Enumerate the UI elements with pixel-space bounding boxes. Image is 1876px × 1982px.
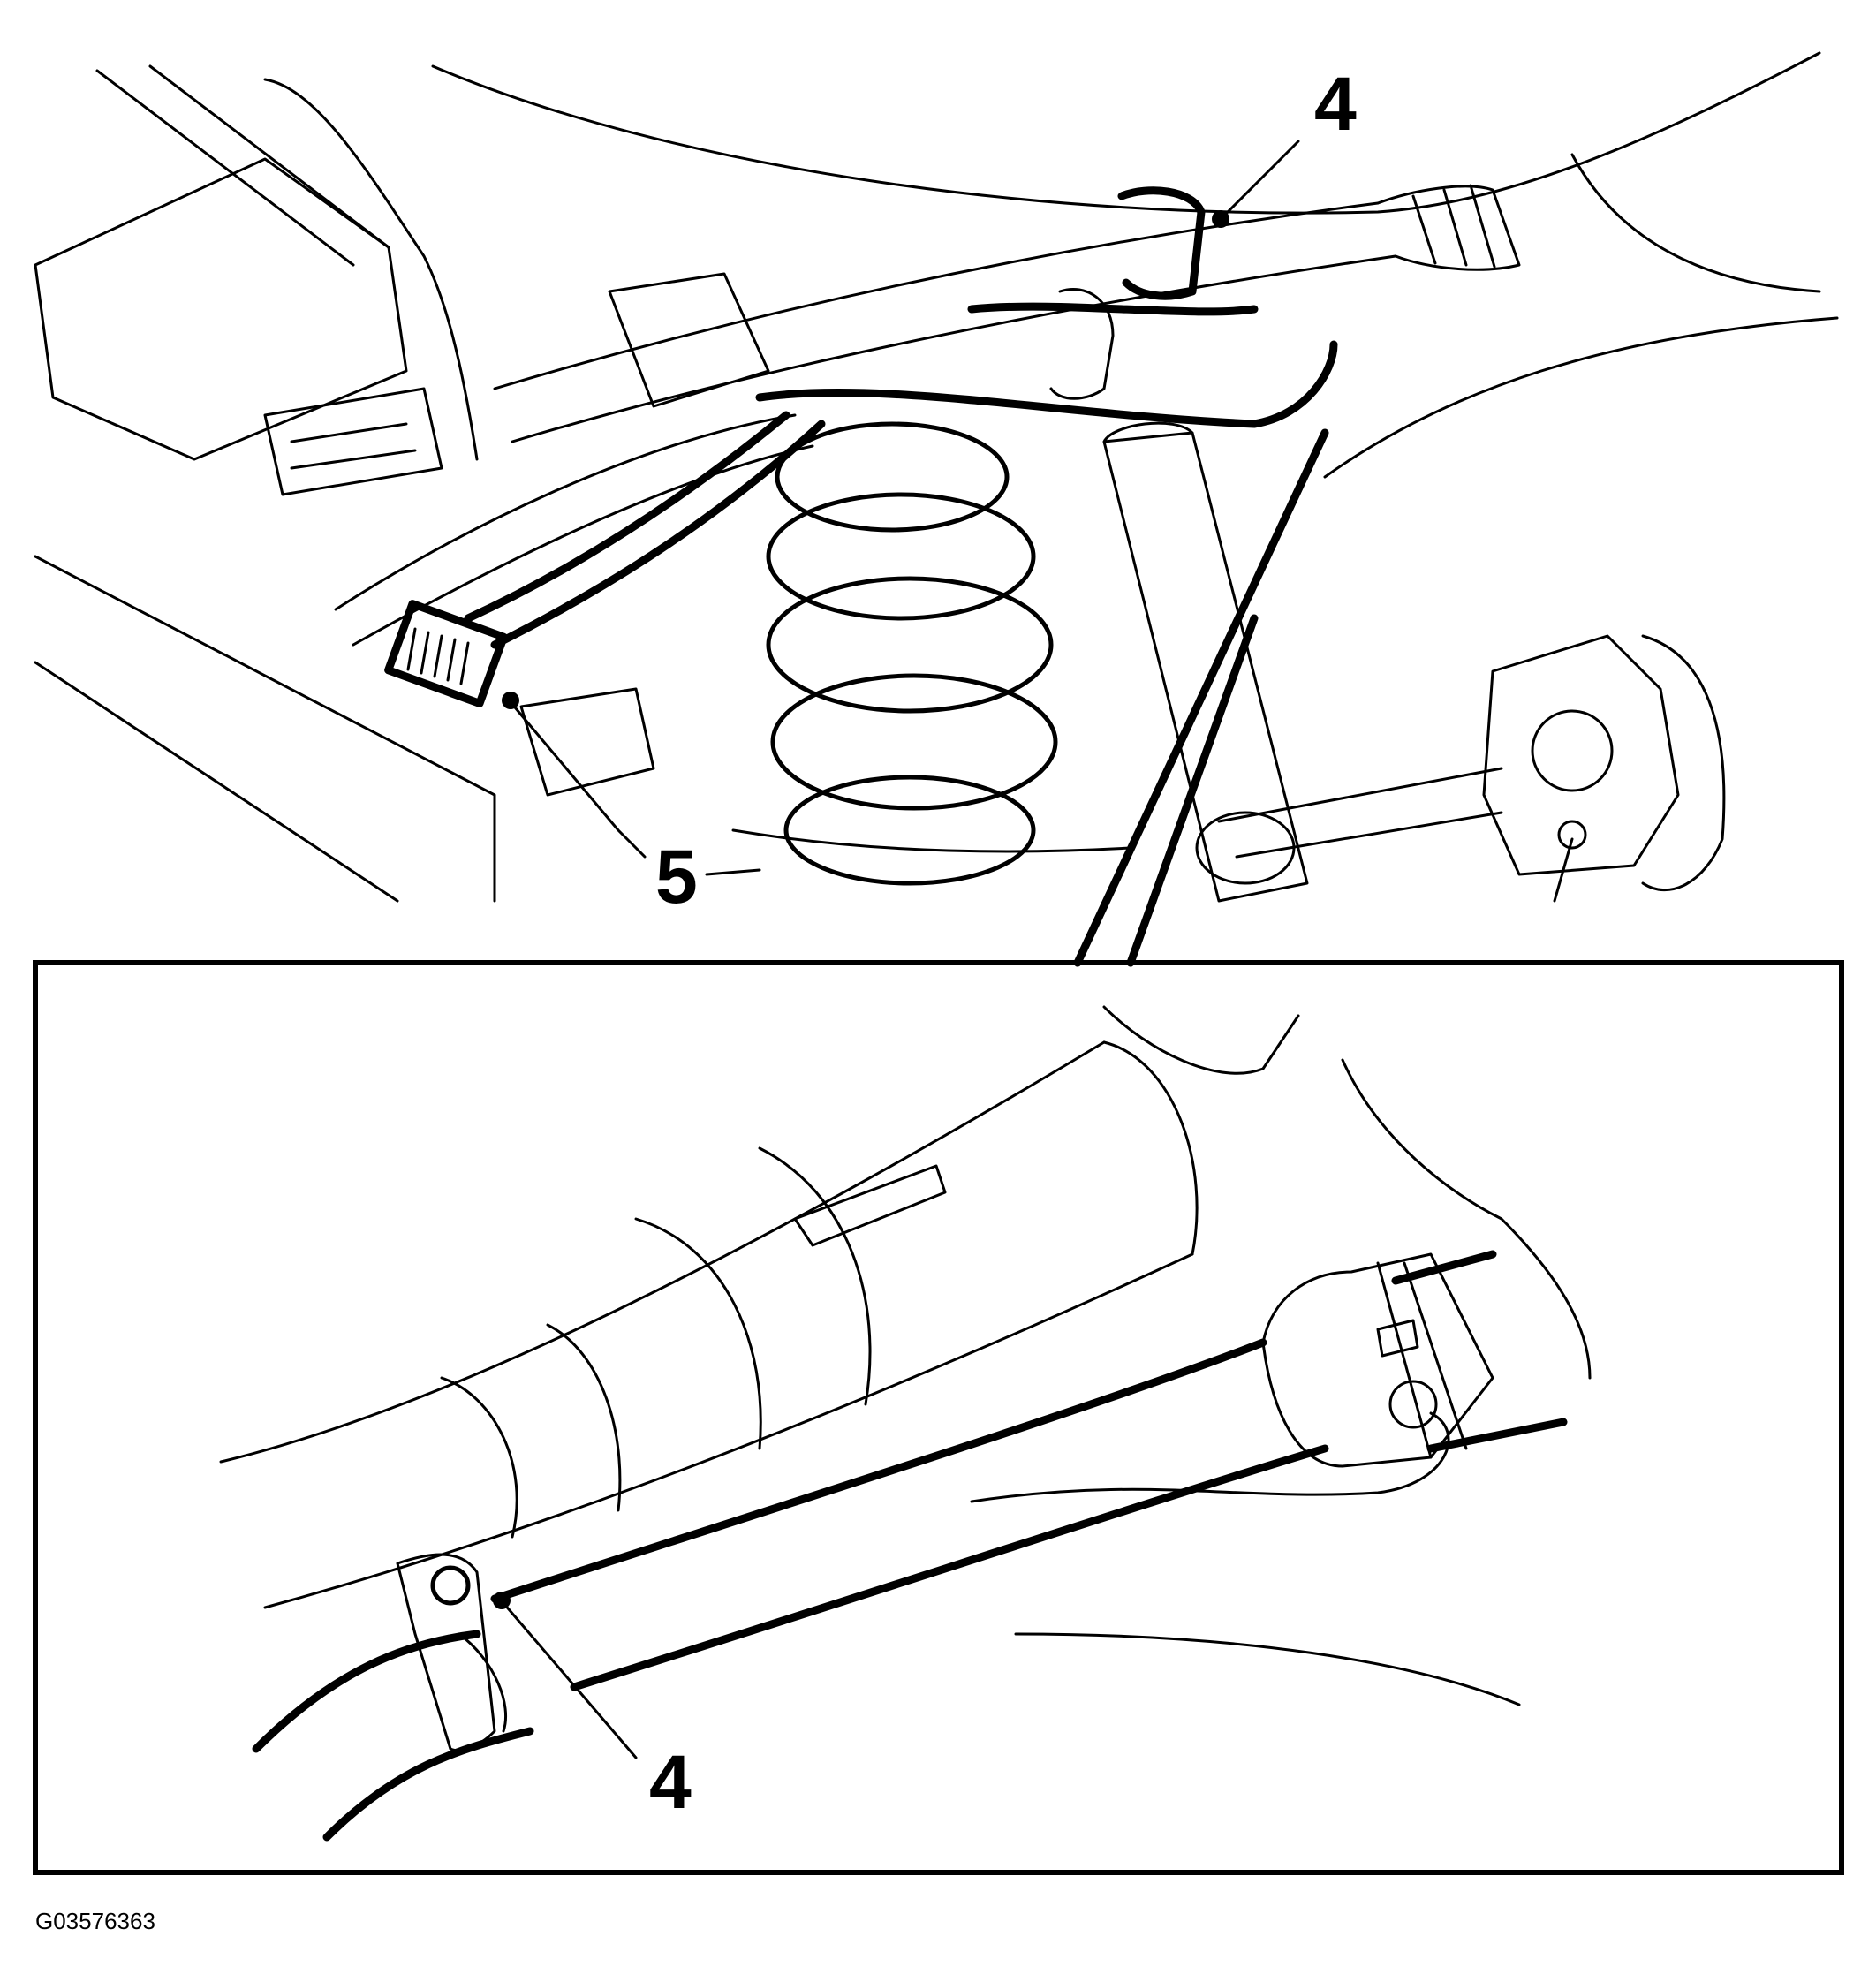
clamp-bracket (1049, 287, 1115, 400)
bracket-box (34, 157, 408, 461)
cross-member (334, 413, 814, 647)
heat-shield-upper (490, 1338, 1267, 1603)
wheel-knuckle (1482, 634, 1680, 876)
end-cap (608, 272, 770, 408)
heat-shield-lower (570, 1444, 1329, 1691)
pipe-bellows (1376, 184, 1521, 271)
sensor-fitting (1557, 820, 1587, 850)
sensor-cable (970, 1411, 1450, 1503)
callout-5: 5 (655, 835, 698, 919)
inset-view (219, 1005, 1592, 1842)
pipe-joint-2 (546, 1323, 622, 1512)
body-panel-right (1570, 153, 1821, 293)
muffler-tab (1376, 1319, 1419, 1358)
sleeve-slot (793, 1164, 947, 1247)
frame-rail-lower-1 (252, 1630, 481, 1753)
pipe-top-edge (219, 1040, 1106, 1464)
upper-view (34, 51, 1839, 967)
wiring-harness (755, 302, 1338, 428)
connector-block (263, 387, 443, 496)
leader-5-tail (705, 868, 761, 876)
bracket-lower-left (519, 687, 655, 797)
road-contour (1014, 1632, 1521, 1706)
clamp-strap (396, 1553, 496, 1752)
sensor-boss (1388, 1380, 1438, 1429)
zoom-wedge-right (1126, 614, 1259, 967)
pipe-upper (493, 201, 1380, 390)
frame-rail-lower-2 (322, 1727, 534, 1842)
pipe-bottom-edge (263, 1252, 1194, 1609)
leader-dot-5 (502, 692, 519, 709)
leader-inset-4 (502, 1601, 638, 1759)
coil-spring (766, 421, 1058, 886)
clamp-nut (430, 1565, 471, 1606)
leader-dot-inset-4 (493, 1592, 511, 1609)
frame-rail (95, 64, 390, 267)
body-floor (1102, 1005, 1592, 1380)
brake-backing (1641, 634, 1726, 892)
body-contour-right (1323, 316, 1839, 479)
leader-5 (509, 700, 647, 859)
rail-upper (1391, 1250, 1568, 1453)
control-arm (1217, 767, 1503, 859)
inset-frame (33, 960, 1844, 1875)
pipe-sleeve (634, 1146, 872, 1450)
figure-id: G03576363 (35, 1908, 155, 1934)
leader-top-4 (1222, 140, 1300, 218)
leader-dot-top-4 (1212, 210, 1229, 228)
frame-lower (34, 555, 496, 903)
hose-clamp-top (1117, 186, 1206, 300)
rear-muffler (1261, 1252, 1494, 1468)
clamp-lower-loop (458, 1632, 508, 1733)
knuckle-bore (1531, 709, 1614, 792)
sensor-lead (1553, 837, 1574, 903)
hose-left (263, 78, 479, 461)
arm-bushing (1195, 811, 1296, 885)
pipe-end (1102, 1040, 1199, 1256)
pipe-lower (511, 254, 1397, 443)
callout-4-inset: 4 (649, 1740, 692, 1825)
zoom-wedge-left (1073, 428, 1329, 967)
underbody-edge (431, 51, 1821, 215)
pipe-joint-1 (440, 1376, 518, 1539)
harness-lower (464, 411, 826, 649)
callout-4-top: 4 (1314, 62, 1357, 147)
cable-tie (384, 600, 508, 707)
spring-seat (731, 828, 1132, 853)
